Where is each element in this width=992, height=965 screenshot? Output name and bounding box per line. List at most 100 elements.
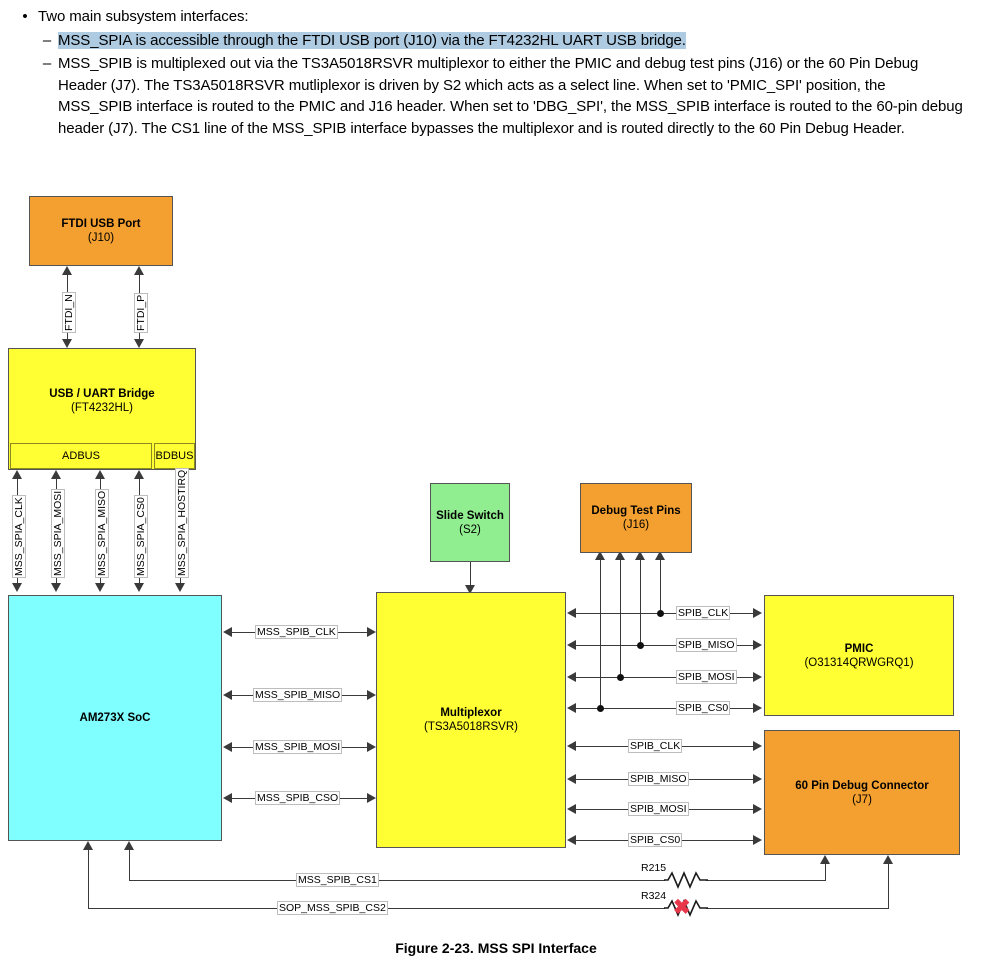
- arrow-tap-cs0-up: [595, 551, 605, 560]
- arrow-spia-miso-down: [95, 583, 105, 592]
- signal-mss-spia-mosi: MSS_SPIA_MOSI: [51, 488, 65, 578]
- signal-mss-spia-hostirq: MSS_SPIA_HOSTIRQ: [175, 467, 189, 578]
- block-usb-uart-bridge-title: USB / UART Bridge: [49, 388, 155, 400]
- block-60-pin-debug-connector[interactable]: 60 Pin Debug Connector (J7): [764, 730, 960, 855]
- signal-spib-mosi-pmic: SPIB_MOSI: [676, 670, 737, 684]
- arrow-mss-spib-miso-right: [367, 690, 376, 700]
- block-slide-switch[interactable]: Slide Switch (S2): [430, 483, 510, 562]
- arrow-spib-cs0-pmic-left: [567, 703, 576, 713]
- arrow-cs1-connector-up: [820, 855, 830, 864]
- block-pmic[interactable]: PMIC (O31314QRWGRQ1): [764, 595, 954, 716]
- signal-spib-clk-pmic: SPIB_CLK: [676, 606, 731, 620]
- arrow-ftdi-n-down: [62, 339, 72, 348]
- signal-sop-mss-spib-cs2: SOP_MSS_SPIB_CS2: [277, 901, 388, 915]
- figure-caption: Figure 2-23. MSS SPI Interface: [395, 940, 597, 956]
- arrow-ftdi-p-down: [134, 339, 144, 348]
- block-debug-test-pins-title: Debug Test Pins: [591, 505, 681, 517]
- signal-mss-spib-mosi: MSS_SPIB_MOSI: [253, 740, 343, 754]
- line-tap-cs0-to-j16: [600, 558, 601, 710]
- arrow-tap-miso-up: [635, 551, 645, 560]
- line-cs1-to-connector: [706, 880, 825, 881]
- block-multiplexor[interactable]: Multiplexor (TS3A5018RSVR): [376, 592, 566, 848]
- arrow-mss-spib-cso-right: [367, 793, 376, 803]
- junction-dot-cs0: [597, 705, 604, 712]
- arrow-spib-mosi-pmic-left: [567, 672, 576, 682]
- line-cs1-horizontal: [129, 880, 665, 881]
- arrow-spia-clk-down: [12, 583, 22, 592]
- block-debug-test-pins[interactable]: Debug Test Pins (J16): [580, 483, 692, 553]
- block-multiplexor-title: Multiplexor: [440, 707, 502, 719]
- arrow-cs2-connector-up: [883, 855, 893, 864]
- line-tap-clk-to-j16: [660, 558, 661, 615]
- junction-dot-miso: [637, 642, 644, 649]
- description-text: • Two main subsystem interfaces: – MSS_S…: [0, 0, 992, 139]
- arrow-spib-miso-pmic-right: [753, 640, 762, 650]
- block-60-pin-debug-connector-sub: (J7): [852, 793, 872, 806]
- arrow-spib-mosi-debug-right: [753, 804, 762, 814]
- line-cs2-to-connector: [706, 908, 888, 909]
- label-r215: R215: [641, 862, 667, 874]
- arrow-mss-spib-miso-left: [223, 690, 232, 700]
- arrow-ftdi-p-up: [134, 266, 144, 275]
- block-bdbus[interactable]: BDBUS: [154, 443, 195, 469]
- block-adbus-label: ADBUS: [62, 450, 100, 462]
- arrow-cs2-up: [83, 841, 93, 850]
- bullet-item-2: – MSS_SPIB is multiplexed out via the TS…: [0, 53, 992, 139]
- block-slide-switch-sub: (S2): [459, 523, 481, 536]
- intro-text: Two main subsystem interfaces:: [38, 8, 249, 25]
- junction-dot-clk: [657, 610, 664, 617]
- arrow-slide-switch-down: [465, 585, 475, 594]
- arrow-spib-clk-pmic-left: [567, 608, 576, 618]
- signal-spib-cs0-pmic: SPIB_CS0: [676, 701, 731, 715]
- arrow-spia-hostirq-down: [175, 583, 185, 592]
- block-am273x-soc[interactable]: AM273X SoC: [8, 595, 222, 841]
- arrow-spib-miso-debug-left: [567, 774, 576, 784]
- block-debug-test-pins-sub: (J16): [622, 519, 650, 531]
- signal-spib-miso-debug: SPIB_MISO: [628, 772, 689, 786]
- line-cs2-up-to-connector: [888, 862, 889, 909]
- arrow-cs1-up: [124, 841, 134, 850]
- line-tap-mosi-to-j16: [620, 558, 621, 679]
- bullet-icon: •: [22, 8, 28, 25]
- arrow-spia-mosi-up: [51, 470, 61, 479]
- block-60-pin-debug-connector-title: 60 Pin Debug Connector: [795, 779, 929, 792]
- signal-spib-miso-pmic: SPIB_MISO: [676, 638, 737, 652]
- dash-icon-2: –: [42, 55, 52, 72]
- arrow-spib-clk-debug-left: [567, 741, 576, 751]
- block-usb-uart-bridge-sub: (FT4232HL): [71, 402, 133, 414]
- arrow-ftdi-n-up: [62, 266, 72, 275]
- x-mark-icon-r324: ✖: [673, 896, 691, 919]
- block-adbus[interactable]: ADBUS: [10, 443, 152, 469]
- arrow-spia-cs0-down: [134, 583, 144, 592]
- item-1-text: MSS_SPIA is accessible through the FTDI …: [58, 31, 686, 49]
- line-tap-miso-to-j16: [640, 558, 641, 647]
- arrow-tap-clk-up: [655, 551, 665, 560]
- block-am273x-soc-title: AM273X SoC: [79, 712, 151, 724]
- signal-mss-spib-miso: MSS_SPIB_MISO: [253, 688, 343, 702]
- block-bdbus-label: BDBUS: [155, 450, 194, 462]
- arrow-spia-cs0-up: [134, 470, 144, 479]
- arrow-spia-miso-up: [95, 470, 105, 479]
- line-slide-switch-to-mux: [470, 562, 471, 590]
- resistor-r215-icon: [664, 871, 708, 889]
- block-ftdi-usb-port[interactable]: FTDI USB Port (J10): [29, 196, 173, 266]
- line-spib-mosi-pmic: [574, 677, 758, 678]
- line-spib-clk-pmic: [574, 613, 758, 614]
- signal-ftdi-n: FTDI_N: [62, 292, 76, 333]
- signal-mss-spia-clk: MSS_SPIA_CLK: [12, 495, 26, 578]
- signal-spib-clk-debug: SPIB_CLK: [628, 739, 683, 753]
- signal-mss-spib-cso: MSS_SPIB_CSO: [255, 791, 341, 805]
- arrow-tap-mosi-up: [615, 551, 625, 560]
- block-ftdi-usb-port-sub: (J10): [87, 232, 115, 244]
- arrow-spib-clk-pmic-right: [753, 608, 762, 618]
- signal-spib-mosi-debug: SPIB_MOSI: [628, 802, 689, 816]
- resistor-r324-icon: [664, 899, 708, 917]
- signal-ftdi-p: FTDI_P: [134, 292, 148, 333]
- block-pmic-sub: (O31314QRWGRQ1): [804, 656, 914, 669]
- signal-mss-spib-cs1: MSS_SPIB_CS1: [296, 873, 379, 887]
- arrow-mss-spib-mosi-left: [223, 742, 232, 752]
- line-cs1-vertical: [129, 848, 130, 881]
- line-cs2-vertical: [88, 848, 89, 909]
- label-r324: R324: [641, 890, 667, 902]
- arrow-spib-clk-debug-right: [753, 741, 762, 751]
